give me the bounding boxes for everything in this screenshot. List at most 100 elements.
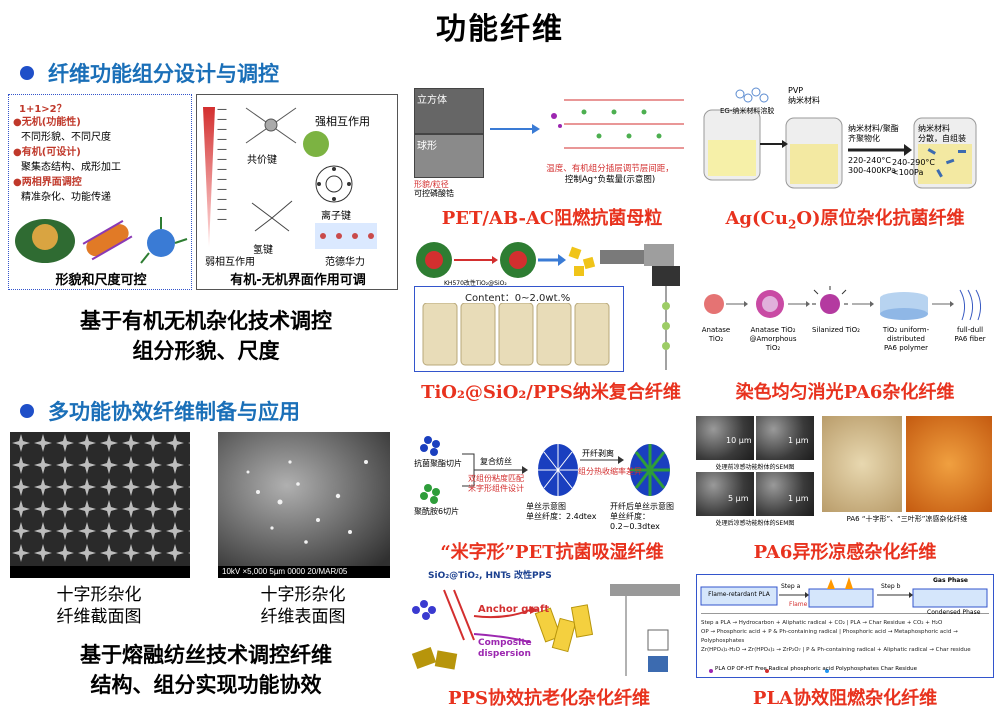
anchor-label: Anchor graft xyxy=(478,604,550,615)
sem-scale-text: 10kV ×5,000 5µm 0000 20/MAR/05 xyxy=(222,567,348,576)
p4-label5b: PA6 fiber xyxy=(954,335,986,343)
spin-label: 复合纺丝 xyxy=(480,457,512,466)
img2-caption-line2: 纤维表面图 xyxy=(260,607,346,627)
cut-label: 开纤剥离 xyxy=(582,449,614,458)
p2-caption-prefix: Ag(Cu xyxy=(725,208,788,229)
bullet-dot-icon xyxy=(20,404,34,418)
cond2a: 240-290°C xyxy=(892,158,936,167)
composite-labels: Composite dispersion xyxy=(478,638,532,660)
p2-caption: Ag(Cu2O)原位杂化抗菌纤维 xyxy=(696,204,994,232)
panel-tio2-pps: KH570改性TiO₂@SiO₂ Content：0~2.0wt.% xyxy=(414,238,690,374)
panel-pps-aging: SiO₂@TiO₂, HNTs 改性PPS Anchor graft Compo… xyxy=(404,566,694,678)
pla-label: Flame-retardant PLA xyxy=(708,591,770,598)
step2-labels: 纳米材料 分散，自组装 xyxy=(918,124,966,144)
vdw-structure xyxy=(315,223,377,249)
weak-label: 弱相互作用 xyxy=(205,257,255,268)
p5-caption: “米字形”PET抗菌吸湿纤维 xyxy=(440,542,664,563)
panel-pet-masterbatch: 立方体 球形 形貌/粒径 可控磷酸锆 温度、有机组分插层调节层间距， 控制Ag⁺… xyxy=(414,86,690,198)
composite-schematic xyxy=(416,242,674,278)
p1-caption: PET/AB-AC阻燃抗菌母粒 xyxy=(441,208,663,229)
item1-sub: 不同形貌、不同尺度 xyxy=(21,132,111,143)
cross-section-sem-image xyxy=(10,432,190,578)
sem-image-2: 1 µm xyxy=(756,416,814,460)
sphere-structure xyxy=(303,131,329,157)
p2-caption-sub: 2 xyxy=(787,217,797,232)
shrink-label: 组分热收缩率差异 xyxy=(578,467,642,476)
phosphate-label: 可控磷酸锆 xyxy=(414,189,454,198)
gas-label: Gas Phase xyxy=(933,577,968,584)
section2-summary: 基于熔融纺丝技术调控纤维 结构、组分实现功能协效 xyxy=(8,640,404,700)
p4-label1: Anatase TiO₂ xyxy=(698,326,734,344)
page-title: 功能纤维 xyxy=(436,12,564,47)
covalent-label: 共价键 xyxy=(247,155,277,166)
p4-label5a: full-dull xyxy=(956,326,984,334)
kh-label: KH570改性TiO₂@SiO₂ xyxy=(444,280,507,287)
sphere-label: 球形 xyxy=(417,141,437,152)
hydrogen-label: 氢键 xyxy=(253,245,273,256)
p4-label3: Silanized TiO₂ xyxy=(812,326,860,334)
reactor-diagram xyxy=(703,87,977,189)
bullet-dot-icon xyxy=(20,66,34,80)
trilobal-fiber-photo xyxy=(906,416,992,512)
section1-summary: 基于有机无机杂化技术调控 组分形貌、尺度 xyxy=(8,306,404,366)
chip2-label: 聚酰胺6切片 xyxy=(414,507,460,516)
surface-sem-image: 10kV ×5,000 5µm 0000 20/MAR/05 xyxy=(218,432,390,578)
p8-caption: PLA协效阻燃杂化纤维 xyxy=(752,688,938,709)
panel-pa6-dull: Anatase TiO₂ Anatase TiO₂ @Amorphous TiO… xyxy=(698,286,994,368)
section1-heading: 纤维功能组分设计与调控 xyxy=(20,58,279,88)
flame-label: Flame xyxy=(789,601,808,608)
shape-label: 形貌/粒径 xyxy=(414,180,449,189)
summary1-line1: 基于有机无机杂化技术调控 xyxy=(80,309,332,333)
shape-labels: 形貌/粒径 可控磷酸锆 xyxy=(414,180,494,198)
eg-label: EG-纳米材料溶胶 xyxy=(720,107,775,115)
sem-image-1: 10 µm xyxy=(696,416,754,460)
cube-sem-image: 立方体 xyxy=(414,88,484,134)
p7-top-label: SiO₂@TiO₂, HNTs 改性PPS xyxy=(428,571,552,581)
step-a-label: Step a xyxy=(781,583,801,590)
scale3: 5 µm xyxy=(728,494,749,503)
strong-label: 强相互作用 xyxy=(315,115,370,128)
p4-caption: 染色均匀消光PA6杂化纤维 xyxy=(735,382,955,403)
nano-label: 纳米材料 xyxy=(788,96,820,105)
p6-caption: PA6异形凉感杂化纤维 xyxy=(753,542,937,563)
p4-label1b: TiO₂ xyxy=(708,335,724,343)
p4-label4: TiO₂ uniform-distributed PA6 polymer xyxy=(866,326,946,353)
design2: 米字形组件设计 xyxy=(468,484,524,493)
covalent-structure xyxy=(245,107,297,144)
section1-heading-text: 纤维功能组分设计与调控 xyxy=(48,62,279,86)
item3-sub: 精准杂化、功能传递 xyxy=(21,192,111,203)
design1: 双组份粘度匹配 xyxy=(468,474,524,483)
sem-label1: 处理前凉感功能粉体的SEM图 xyxy=(715,464,795,471)
p4-label2a: Anatase TiO₂ xyxy=(750,326,796,334)
img1-caption-line1: 十字形杂化 xyxy=(56,585,142,605)
open1: 开纤后单丝示意图 xyxy=(610,502,674,511)
sphere-sem-image: 球形 xyxy=(414,134,484,178)
cond1b: 300-400KPa xyxy=(848,166,897,175)
cond1-labels: 220-240°C 300-400KPa xyxy=(848,156,896,176)
pla-mechanism-diagram xyxy=(700,577,989,673)
p4-label2b: @Amorphous TiO₂ xyxy=(749,335,797,352)
p7-caption: PPS协效抗老化杂化纤维 xyxy=(447,688,651,709)
box2-caption: 有机-无机界面作用可调 xyxy=(230,273,366,288)
comp2: dispersion xyxy=(478,649,531,659)
img1-caption-line2: 纤维截面图 xyxy=(56,607,142,627)
sem-label2: 处理后凉感功能粉体的SEM图 xyxy=(715,520,795,527)
ionic-label: 离子键 xyxy=(321,211,351,222)
sem-image-3: 5 µm xyxy=(696,472,754,516)
pps-process-diagram xyxy=(411,584,680,676)
cond-label: Condensed Phase xyxy=(927,609,981,616)
panel-pa6-cool: 10 µm 1 µm 处理前凉感功能粉体的SEM图 5 µm 1 µm 处理后凉… xyxy=(696,416,994,530)
scale1: 10 µm xyxy=(726,436,752,445)
summary2-line2: 结构、组分实现功能协效 xyxy=(90,673,322,697)
question-label: 1+1>2？ xyxy=(19,104,67,115)
p4-label4b: PA6 polymer xyxy=(883,344,929,352)
open-labels: 开纤后单丝示意图 单丝纤度：0.2~0.3dtex xyxy=(610,502,690,532)
open2: 单丝纤度：0.2~0.3dtex xyxy=(610,512,660,531)
step1b: 齐聚物化 xyxy=(848,134,880,143)
mono2: 单丝纤度：2.4dtex xyxy=(526,512,597,521)
step-b-label: Step b xyxy=(881,583,901,590)
cube-label: 立方体 xyxy=(417,95,447,106)
sem-image-4: 1 µm xyxy=(756,472,814,516)
comp1: Composite xyxy=(478,638,532,648)
panel-pla-flame: Flame-retardant PLA Step a Step b Flame … xyxy=(696,574,994,678)
